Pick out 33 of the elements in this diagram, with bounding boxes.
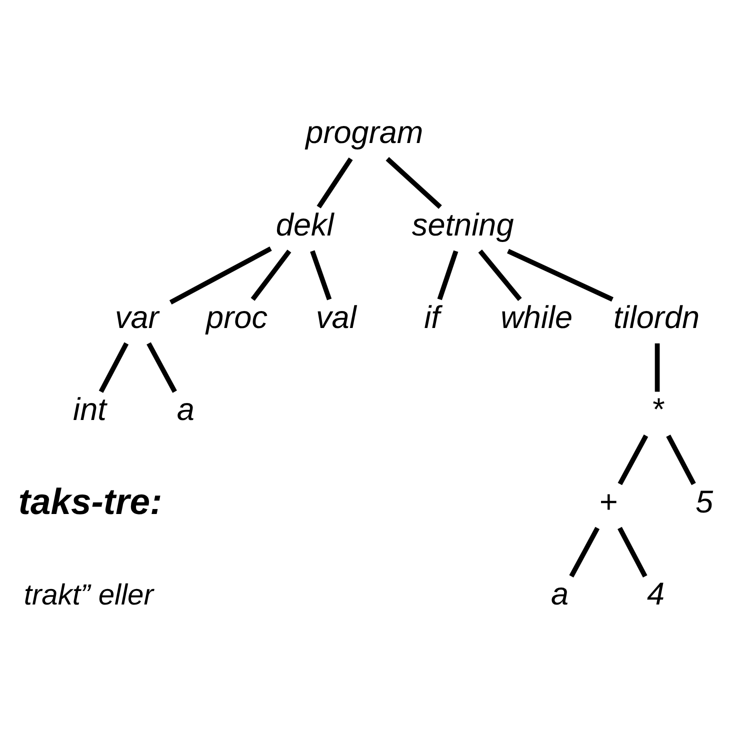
- node-text: if: [424, 298, 440, 334]
- connector: [569, 526, 600, 577]
- node-text: a: [551, 575, 569, 612]
- connector: [98, 342, 129, 392]
- connector: [146, 342, 177, 392]
- node-text: a: [176, 390, 194, 427]
- connector: [507, 248, 614, 302]
- node-text: int: [73, 390, 106, 427]
- node-text: tilordn: [614, 298, 700, 334]
- connector: [437, 250, 458, 300]
- node-text: 5: [696, 482, 714, 519]
- label: trakt” eller: [24, 579, 154, 612]
- connector: [386, 156, 442, 208]
- connector: [250, 249, 292, 300]
- node-text: program: [306, 114, 424, 150]
- node-text: while: [500, 298, 573, 334]
- node-text: var: [114, 298, 159, 334]
- node-text: 4: [646, 575, 665, 612]
- node-text: val: [316, 298, 356, 334]
- label: taks-tre:: [18, 480, 162, 522]
- node-text: proc: [206, 298, 268, 334]
- node-text: *: [651, 390, 664, 427]
- connector: [478, 249, 522, 300]
- node-text: dekl: [276, 206, 334, 242]
- connector: [618, 526, 648, 577]
- connector: [654, 342, 660, 392]
- node-text: setning: [412, 206, 514, 242]
- connector: [666, 434, 696, 485]
- node-text: +: [598, 482, 618, 519]
- connector: [316, 156, 353, 208]
- connector: [169, 246, 272, 304]
- connector: [310, 250, 332, 300]
- connector: [618, 434, 648, 485]
